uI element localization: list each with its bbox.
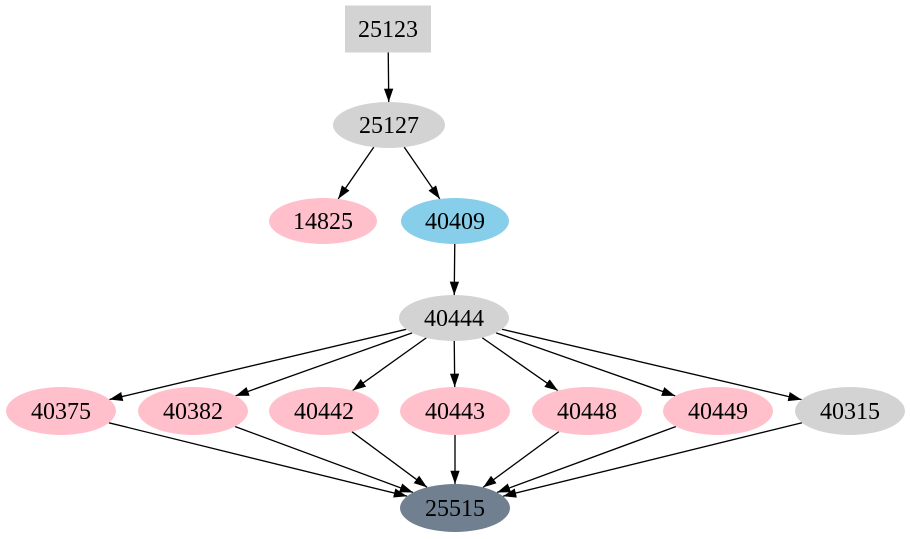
node-label: 14825 [293, 209, 353, 235]
edge-40444-40448 [481, 337, 559, 392]
node-ellipse-shape [6, 387, 116, 435]
node-25123: 25123 [345, 5, 431, 53]
node-40444: 40444 [399, 295, 509, 341]
edge-25123-25127 [383, 52, 394, 103]
node-40442: 40442 [269, 387, 379, 435]
edge-40448-25515 [482, 431, 560, 488]
edge-25127-14825 [337, 146, 375, 200]
node-box-shape [345, 5, 431, 53]
node-label: 40448 [557, 399, 617, 425]
node-ellipse-shape [138, 387, 248, 435]
node-40448: 40448 [532, 387, 642, 435]
node-label: 40382 [163, 399, 223, 425]
edge-40315-25515 [502, 422, 803, 498]
node-ellipse-shape [399, 295, 509, 341]
node-label: 40443 [425, 399, 485, 425]
node-ellipse-shape [663, 387, 773, 435]
node-label: 25515 [425, 496, 485, 522]
node-ellipse-shape [795, 387, 905, 435]
node-40315: 40315 [795, 387, 905, 435]
node-label: 40444 [424, 306, 484, 332]
node-label: 40449 [688, 399, 748, 425]
edge-layer [108, 52, 803, 498]
edge-40444-40382 [235, 332, 413, 397]
node-label: 40442 [294, 399, 354, 425]
node-40409: 40409 [401, 198, 509, 244]
edge-40444-40442 [352, 337, 427, 392]
edge-40444-40375 [109, 328, 407, 402]
node-label: 25127 [359, 113, 419, 139]
node-ellipse-shape [401, 198, 509, 244]
node-ellipse-shape [269, 198, 377, 244]
node-label: 40375 [31, 399, 91, 425]
node-label: 25123 [358, 17, 418, 43]
edge-25127-40409 [403, 146, 441, 200]
node-ellipse-shape [400, 484, 510, 532]
node-25127: 25127 [333, 102, 445, 148]
node-ellipse-shape [333, 102, 445, 148]
edge-40444-40449 [495, 332, 676, 397]
node-layer: 25123 25127 14825 40409 40444 40375 40382 40442… [6, 5, 905, 532]
node-ellipse-shape [532, 387, 642, 435]
edge-40409-40444 [449, 243, 460, 296]
node-40443: 40443 [400, 387, 510, 435]
node-ellipse-shape [269, 387, 379, 435]
edge-40382-25515 [234, 425, 414, 494]
node-label: 40315 [820, 399, 880, 425]
edge-40449-25515 [496, 425, 677, 494]
edge-40375-25515 [108, 422, 408, 498]
node-40382: 40382 [138, 387, 248, 435]
node-40449: 40449 [663, 387, 773, 435]
node-14825: 14825 [269, 198, 377, 244]
edge-40444-40315 [501, 328, 802, 402]
node-label: 40409 [425, 209, 485, 235]
node-40375: 40375 [6, 387, 116, 435]
node-ellipse-shape [400, 387, 510, 435]
edge-40442-25515 [351, 431, 428, 488]
node-25515: 25515 [400, 484, 510, 532]
